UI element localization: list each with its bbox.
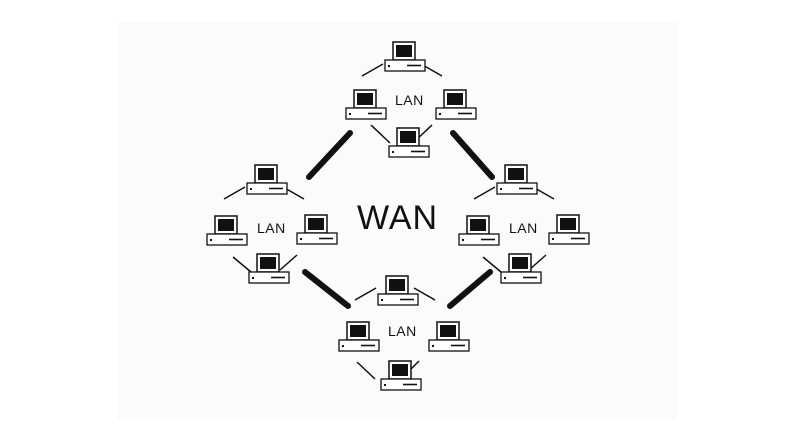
monitor-screen (396, 45, 412, 57)
power-light (349, 113, 351, 115)
lan-label-left: LAN (257, 220, 286, 236)
computer-icon (206, 215, 248, 246)
system-unit (206, 233, 248, 246)
power-light (381, 299, 383, 301)
monitor-screen (258, 168, 274, 180)
power-light (439, 113, 441, 115)
power-light (250, 188, 252, 190)
power-light (210, 239, 212, 241)
lan-cable (232, 256, 252, 273)
computer-icon (380, 360, 422, 391)
wan-link (447, 269, 493, 309)
lan-cable (473, 186, 496, 200)
computer-icon (246, 164, 288, 195)
system-unit (296, 232, 338, 245)
power-light (388, 65, 390, 67)
monitor-screen (392, 364, 408, 376)
power-light (552, 238, 554, 240)
computer-icon (428, 321, 470, 352)
system-unit (248, 271, 290, 284)
lan-cable (223, 186, 246, 200)
lan-label-right: LAN (509, 220, 538, 236)
lan-cable (356, 361, 376, 380)
power-light (384, 384, 386, 386)
wan-link (450, 130, 495, 180)
computer-icon (500, 253, 542, 284)
power-light (392, 151, 394, 153)
system-unit (500, 271, 542, 284)
power-light (432, 345, 434, 347)
monitor-screen (560, 218, 576, 230)
monitor-screen (308, 218, 324, 230)
monitor-screen (508, 168, 524, 180)
system-unit (428, 339, 470, 352)
monitor-screen (470, 219, 486, 231)
computer-icon (345, 89, 387, 120)
computer-icon (338, 321, 380, 352)
lan-cable (528, 254, 547, 271)
monitor-screen (260, 257, 276, 269)
computer-icon (496, 164, 538, 195)
computer-icon (388, 127, 430, 158)
power-light (342, 345, 344, 347)
system-unit (380, 378, 422, 391)
lan-cable (354, 287, 377, 301)
system-unit (388, 145, 430, 158)
monitor-screen (218, 219, 234, 231)
system-unit (496, 182, 538, 195)
wan-link (302, 269, 351, 309)
lan-label-top: LAN (395, 92, 424, 108)
computer-icon (296, 214, 338, 245)
computer-icon (384, 41, 426, 72)
monitor-screen (512, 257, 528, 269)
lan-label-bottom: LAN (388, 323, 417, 339)
system-unit (338, 339, 380, 352)
power-light (252, 277, 254, 279)
system-unit (458, 233, 500, 246)
system-unit (384, 59, 426, 72)
monitor-screen (389, 279, 405, 291)
system-unit (435, 107, 477, 120)
monitor-screen (357, 93, 373, 105)
lan-cable (482, 256, 502, 273)
system-unit (377, 293, 419, 306)
computer-icon (248, 253, 290, 284)
power-light (504, 277, 506, 279)
power-light (500, 188, 502, 190)
wan-link (306, 130, 353, 180)
computer-icon (548, 214, 590, 245)
monitor-screen (350, 325, 366, 337)
computer-icon (435, 89, 477, 120)
power-light (300, 238, 302, 240)
system-unit (548, 232, 590, 245)
diagram-panel (117, 22, 677, 420)
computer-icon (458, 215, 500, 246)
computer-icon (377, 275, 419, 306)
monitor-screen (447, 93, 463, 105)
power-light (462, 239, 464, 241)
system-unit (345, 107, 387, 120)
wan-label: WAN (357, 199, 439, 237)
lan-cable (370, 124, 391, 144)
monitor-screen (440, 325, 456, 337)
lan-cable (279, 254, 298, 271)
monitor-screen (400, 131, 416, 143)
system-unit (246, 182, 288, 195)
lan-cable (361, 63, 384, 77)
lan-cable (413, 287, 436, 301)
